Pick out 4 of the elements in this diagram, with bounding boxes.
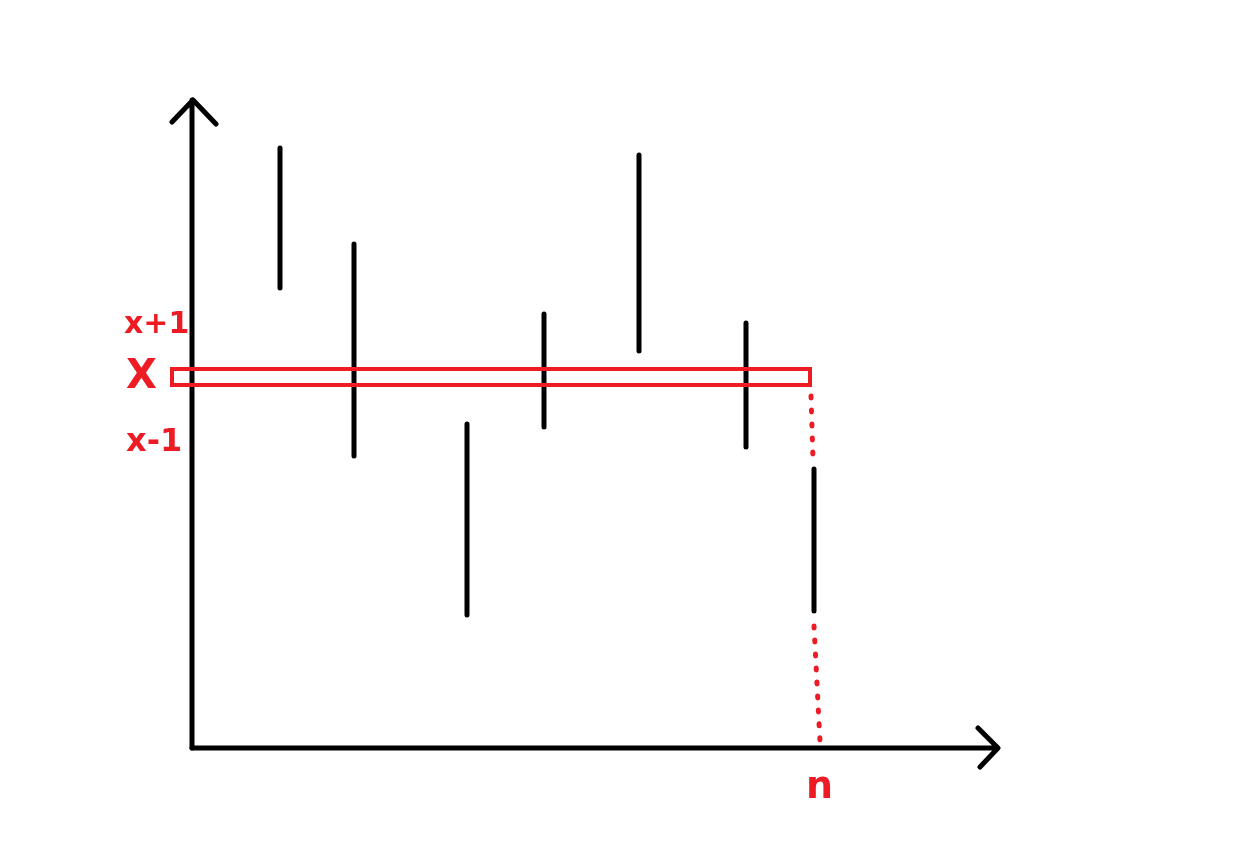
axis-label: n — [806, 766, 834, 804]
axis-label: x-1 — [126, 424, 183, 456]
axis-label: x+1 — [124, 308, 190, 338]
axis-label: X — [126, 354, 157, 394]
